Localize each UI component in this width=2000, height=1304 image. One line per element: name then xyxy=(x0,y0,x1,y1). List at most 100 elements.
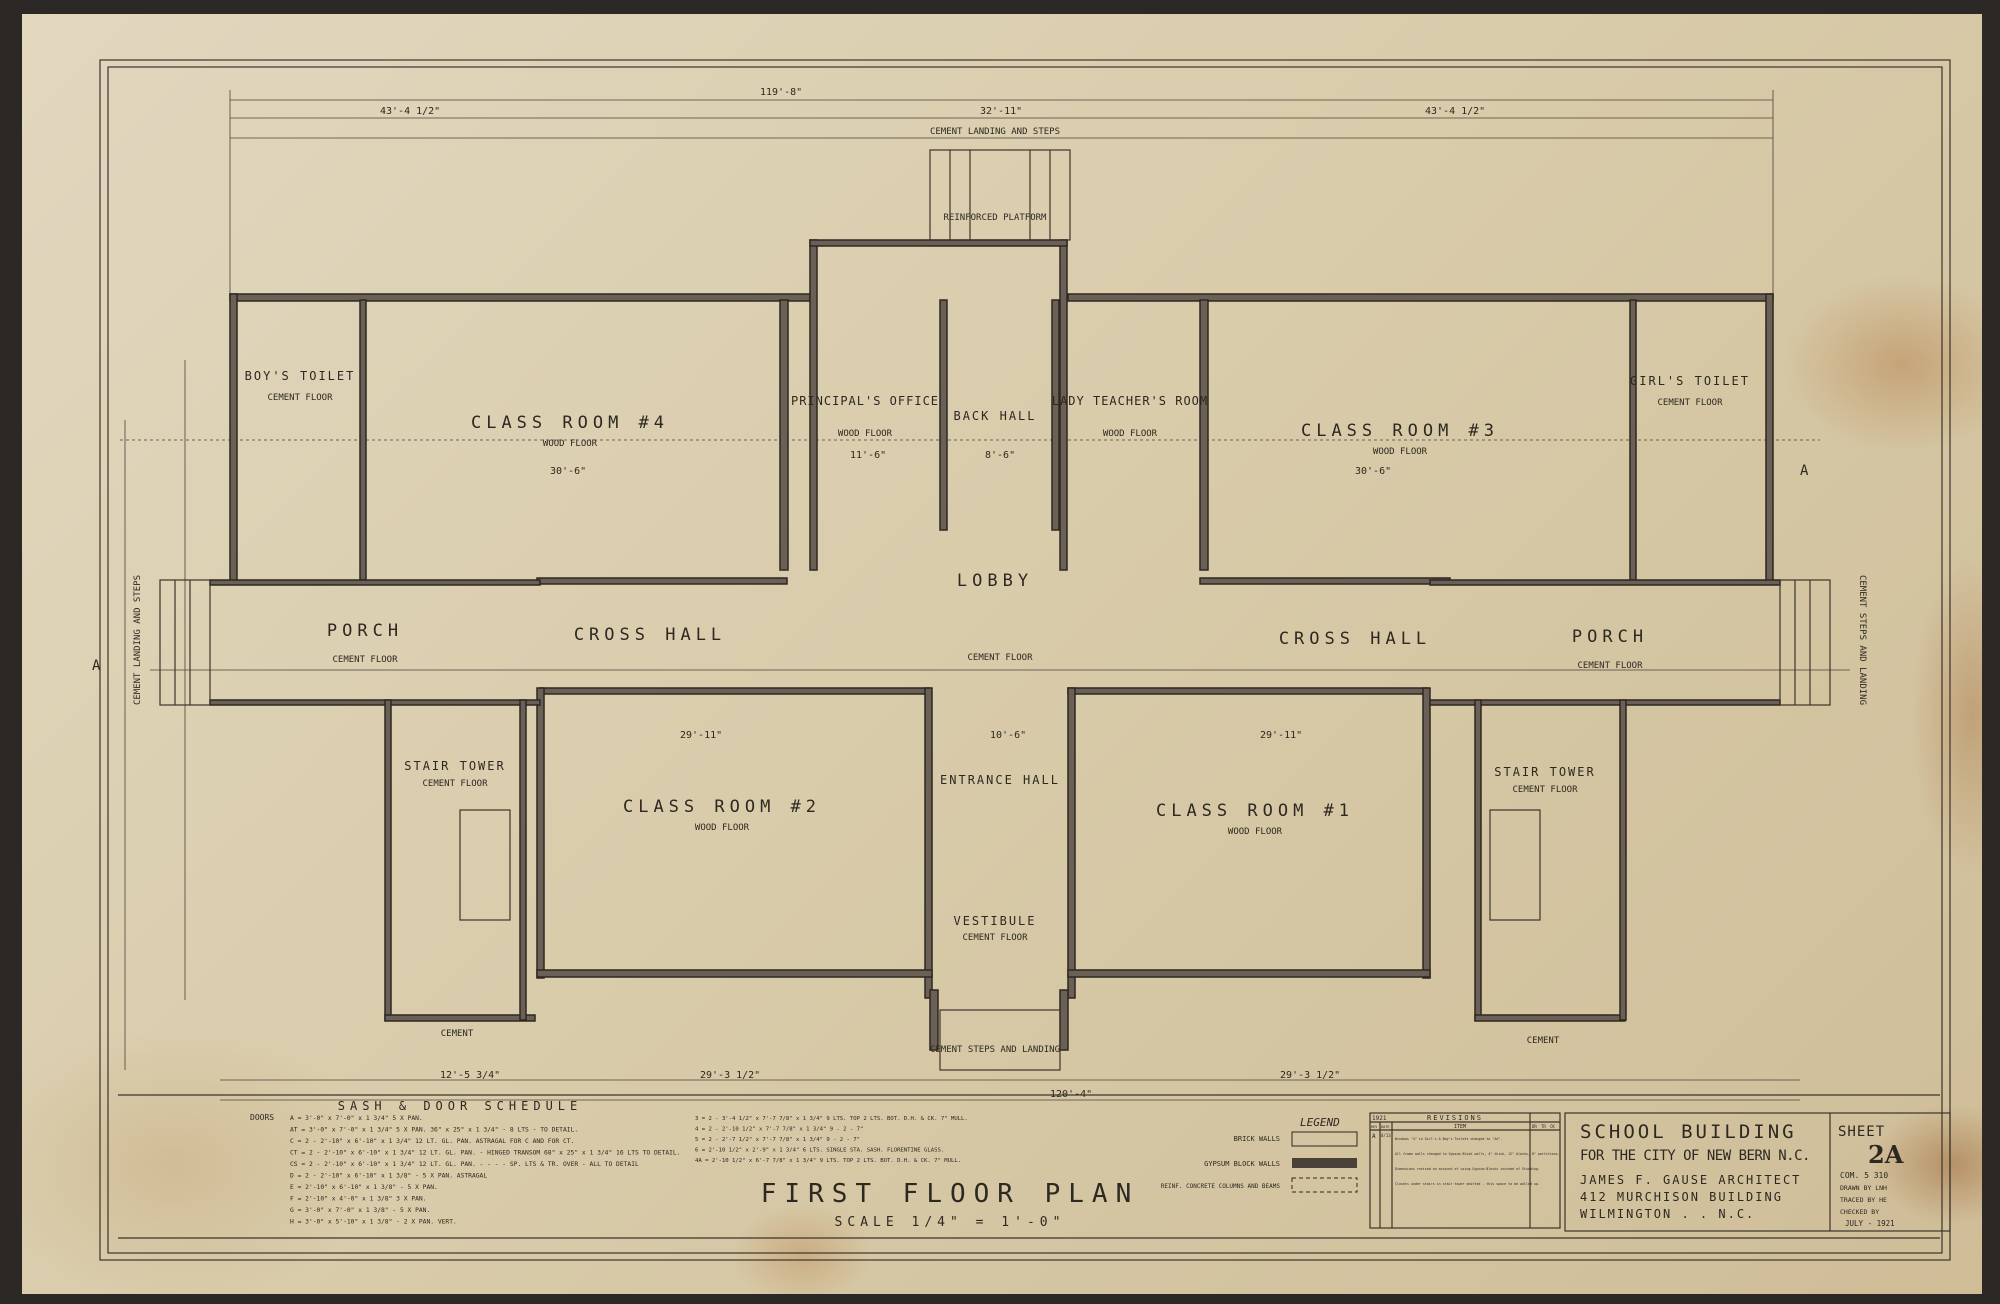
room-labels: BOY'S TOILET CEMENT FLOOR CLASS ROOM #4 … xyxy=(92,127,1867,1055)
room-lady-teachers: LADY TEACHER'S ROOM xyxy=(1052,394,1208,408)
title-line-5: WILMINGTON . . N.C. xyxy=(1580,1207,1755,1221)
room-class-4: CLASS ROOM #4 xyxy=(471,413,669,433)
room-lobby: LOBBY xyxy=(957,571,1033,591)
inner-border xyxy=(107,66,1943,1254)
dim-office-width: 11'-6" xyxy=(850,450,886,461)
dim-stair-width: 12'-5 3/4" xyxy=(440,1070,500,1081)
room-vestibule: VESTIBULE xyxy=(953,914,1036,928)
room-porch-right: PORCH xyxy=(1572,627,1648,647)
gypsum-wall-swatch xyxy=(1292,1158,1357,1168)
door-schedule-row: CT = 2 - 2'-10" x 6'-10" x 1 3/4" 12 LT.… xyxy=(290,1150,680,1157)
title-line-3: JAMES F. GAUSE ARCHITECT xyxy=(1580,1173,1801,1187)
room-porch-left: PORCH xyxy=(327,621,403,641)
sash-schedule-row: 5 = 2 - 2'-7 1/2" x 7'-7 7/8" x 1 3/4" 9… xyxy=(695,1137,860,1143)
dim-right-wing: 43'-4 1/2" xyxy=(1425,106,1485,117)
rev-title: REVISIONS xyxy=(1427,1114,1483,1122)
door-schedule-row: E = 2'-10" x 6'-10" x 1 3/8" - 5 X PAN. xyxy=(290,1184,438,1191)
checked-by: CHECKED BY xyxy=(1840,1208,1879,1216)
room-lobby-floor: CEMENT FLOOR xyxy=(967,653,1033,663)
door-schedule-row: G = 3'-0" x 7'-0" x 1 3/8" - 5 X PAN. xyxy=(290,1207,430,1214)
room-cross-hall-left: CROSS HALL xyxy=(574,625,726,645)
title-line-1: SCHOOL BUILDING xyxy=(1580,1121,1797,1143)
dim-right-bottom: 29'-3 1/2" xyxy=(1280,1070,1340,1081)
floor-plan-drawing: 119'-8" 43'-4 1/2" 43'-4 1/2" 32'-11" 12… xyxy=(92,59,1951,1261)
door-schedule-row: CS = 2 - 2'-10" x 6'-10" x 1 3/4" 12 LT.… xyxy=(290,1161,639,1168)
sheet-number: 2A xyxy=(1868,1140,1904,1169)
cement-landing-left: CEMENT LANDING AND STEPS xyxy=(133,575,143,705)
rev-col-date: DATE xyxy=(1381,1125,1389,1129)
dim-overall-bottom: 120'-4" xyxy=(1050,1089,1092,1100)
rev-col-dr: DR xyxy=(1532,1124,1537,1129)
concrete-swatch xyxy=(1291,1177,1358,1193)
legend-concrete: REINF. CONCRETE COLUMNS AND BEAMS xyxy=(1161,1183,1281,1190)
rev-col-ck: CK xyxy=(1550,1124,1555,1129)
dim-overall-top: 119'-8" xyxy=(760,87,802,98)
sheet-label: SHEET xyxy=(1838,1124,1885,1140)
brick-wall-swatch xyxy=(1291,1131,1358,1147)
rev-year: 1921 xyxy=(1372,1115,1387,1122)
dim-left-bottom: 29'-3 1/2" xyxy=(700,1070,760,1081)
dim-back-hall-width: 8'-6" xyxy=(985,450,1015,461)
door-schedule-row: A = 3'-0" x 7'-0" x 1 3/4" 5 X PAN. xyxy=(290,1115,423,1122)
dim-center-top: 32'-11" xyxy=(980,106,1022,117)
door-schedule-row: F = 2'-10" x 4'-0" x 1 3/8" 3 X PAN. xyxy=(290,1196,426,1203)
sheet-border xyxy=(99,59,1951,1261)
legend-title: LEGEND xyxy=(1300,1116,1340,1129)
room-stair-tower-right: STAIR TOWER xyxy=(1494,765,1595,779)
revision-item: Closets under stairs in stair tower omit… xyxy=(1395,1182,1540,1186)
sash-schedule-row: 6 = 2'-10 1/2" x 2'-9" x 1 3/4" 6 LTS. S… xyxy=(695,1148,944,1154)
cement-landing-top: CEMENT LANDING AND STEPS xyxy=(930,127,1060,137)
title-block: SCHOOL BUILDING FOR THE CITY OF NEW BERN… xyxy=(1564,1112,1951,1232)
room-stair-left-floor: CEMENT FLOOR xyxy=(422,779,488,789)
revision-item: All frame walls changed to Gypsum Block … xyxy=(1395,1152,1560,1156)
sash-schedule-row: 4 = 2 - 2'-10 1/2" x 7'-7 7/8" x 1 3/4" … xyxy=(695,1127,863,1133)
sheet-date: JULY - 1921 xyxy=(1845,1219,1895,1228)
room-porch-left-floor: CEMENT FLOOR xyxy=(332,655,398,665)
legend-gypsum: GYPSUM BLOCK WALLS xyxy=(1204,1160,1280,1168)
room-lady-floor: WOOD FLOOR xyxy=(1103,429,1158,439)
revisions-table: 1921 REVISIONS REV DATE ITEM DR TR CK A … xyxy=(1369,1112,1561,1229)
rev-col-tr: TR xyxy=(1541,1124,1546,1129)
door-schedule-row: H = 3'-0" x 5'-10" x 1 3/8" - 2 X PAN. V… xyxy=(290,1219,457,1226)
room-class-3-floor: WOOD FLOOR xyxy=(1373,447,1428,457)
rev-letter: A xyxy=(1372,1133,1376,1140)
reinforced-platform: REINFORCED PLATFORM xyxy=(944,213,1048,223)
room-class-1: CLASS ROOM #1 xyxy=(1156,801,1354,821)
rev-col-rev: REV xyxy=(1371,1125,1378,1129)
room-boys-toilet: BOY'S TOILET xyxy=(245,369,356,383)
dim-entrance-width: 10'-6" xyxy=(990,730,1026,741)
room-class-4-floor: WOOD FLOOR xyxy=(543,439,598,449)
title-line-4: 412 MURCHISON BUILDING xyxy=(1580,1190,1783,1204)
room-back-hall: BACK HALL xyxy=(953,409,1036,423)
steps xyxy=(159,149,1831,1071)
blueprint-sheet: 119'-8" 43'-4 1/2" 43'-4 1/2" 32'-11" 12… xyxy=(22,14,1982,1294)
legend-brick: BRICK WALLS xyxy=(1234,1135,1280,1143)
dim-class2-width: 29'-11" xyxy=(680,730,722,741)
sash-schedule-row: 3 = 2 - 3'-4 1/2" x 7'-7 7/8" x 1 3/4" 9… xyxy=(695,1116,968,1122)
room-class-1-floor: WOOD FLOOR xyxy=(1228,827,1283,837)
legend: LEGEND BRICK WALLS GYPSUM BLOCK WALLS RE… xyxy=(1161,1116,1358,1193)
revision-item: Dimensions revised on account of using G… xyxy=(1395,1167,1540,1171)
cement-right: CEMENT xyxy=(1527,1036,1560,1046)
dim-class1-width: 29'-11" xyxy=(1260,730,1302,741)
room-class-3: CLASS ROOM #3 xyxy=(1301,421,1499,441)
door-schedule-row: AT = 3'-0" x 7'-0" x 1 3/4" 5 X PAN. 36"… xyxy=(290,1127,578,1134)
room-cross-hall-right: CROSS HALL xyxy=(1279,629,1431,649)
sash-door-schedule: SASH & DOOR SCHEDULE DOORS A = 3'-0" x 7… xyxy=(250,1099,968,1226)
door-schedule-row: D = 2 - 2'-10" x 6'-10" x 1 3/8" - 5 X P… xyxy=(290,1173,487,1180)
revision-item: Windows "4" in Girl's & Boy's Toilets ch… xyxy=(1395,1137,1502,1141)
walls xyxy=(209,239,1781,1051)
room-boys-floor: CEMENT FLOOR xyxy=(267,393,333,403)
room-girls-toilet: GIRL'S TOILET xyxy=(1630,374,1750,388)
drawn-by: DRAWN BY LNH xyxy=(1840,1184,1887,1192)
room-principals-office: PRINCIPAL'S OFFICE xyxy=(791,394,939,408)
plan-scale: SCALE 1/4" = 1'-0" xyxy=(835,1215,1066,1230)
doors-label: DOORS xyxy=(250,1113,274,1122)
cement-steps-bottom: CEMENT STEPS AND LANDING xyxy=(930,1045,1060,1055)
section-mark-right: A xyxy=(1800,463,1809,479)
title-line-2: FOR THE CITY OF NEW BERN N.C. xyxy=(1580,1148,1810,1164)
dim-class4-width: 30'-6" xyxy=(550,466,586,477)
dim-class3-width: 30'-6" xyxy=(1355,466,1391,477)
room-porch-right-floor: CEMENT FLOOR xyxy=(1577,661,1643,671)
door-schedule-row: C = 2 - 2'-10" x 6'-10" x 1 3/4" 12 LT. … xyxy=(290,1138,574,1145)
